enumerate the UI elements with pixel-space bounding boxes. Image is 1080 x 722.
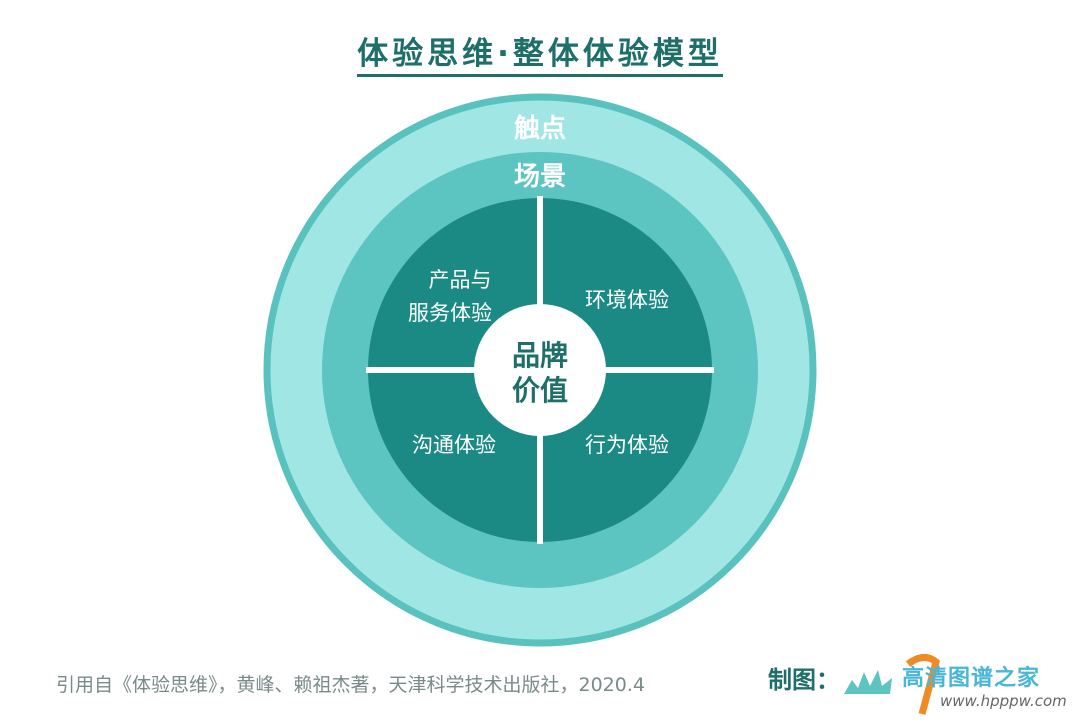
maker-label: 制图： <box>768 666 840 694</box>
site-logo: 高清图谱之家 www.hpppw.com <box>840 654 1070 720</box>
logo-text: 高清图谱之家 <box>902 666 1041 691</box>
value-label: 价值 <box>512 374 568 407</box>
product-service-label-2: 服务体验 <box>408 301 492 325</box>
brand-label: 品牌 <box>512 339 568 372</box>
page-title: 体验思维·整体体验模型 <box>0 28 1080 77</box>
communication-label: 沟通体验 <box>412 433 496 457</box>
scenario-label: 场景 <box>514 162 566 192</box>
citation: 引用自《体验思维》，黄峰、赖祖杰著，天津科学技术出版社，2020.4 <box>56 674 645 696</box>
product-service-label-1: 产品与 <box>429 268 492 292</box>
behavior-label: 行为体验 <box>585 433 669 457</box>
logo-url: www.hpppw.com <box>940 692 1067 710</box>
touchpoint-label: 触点 <box>514 113 566 144</box>
brand-value-core <box>474 304 606 436</box>
title-text: 体验思维·整体体验模型 <box>357 36 723 77</box>
logo-p-icon <box>905 654 940 715</box>
environment-label: 环境体验 <box>585 288 669 312</box>
logo-leaf-icon <box>844 670 892 694</box>
